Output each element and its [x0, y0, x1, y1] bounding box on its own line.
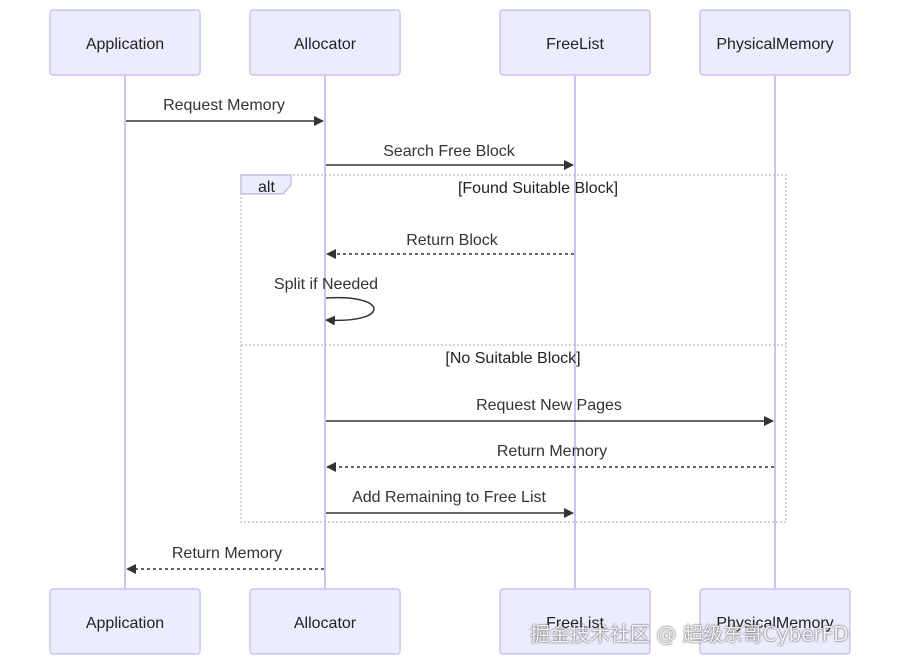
- actor-label: Application: [86, 36, 164, 53]
- alt-condition-not-found: [No Suitable Block]: [445, 350, 580, 367]
- actor-freelist-bottom: FreeList: [499, 588, 651, 655]
- message-label-add-remaining: Add Remaining to Free List: [352, 489, 546, 506]
- actor-label: Allocator: [294, 615, 357, 632]
- message-label-return-memory-app: Return Memory: [172, 545, 282, 562]
- alt-tab: [240, 174, 292, 195]
- message-label-return-block: Return Block: [406, 232, 499, 249]
- message-label-return-memory-physical: Return Memory: [497, 443, 607, 460]
- actor-label: FreeList: [546, 36, 604, 53]
- actor-allocator-bottom: Allocator: [249, 588, 401, 655]
- actor-allocator-top: Allocator: [249, 9, 401, 76]
- message-arrow-split-if-needed: [325, 296, 375, 326]
- actor-application-top: Application: [49, 9, 201, 76]
- message-label-request-new-pages: Request New Pages: [476, 397, 622, 414]
- actor-label: PhysicalMemory: [716, 36, 833, 53]
- actor-label: Allocator: [294, 36, 357, 53]
- watermark-text: 掘金技术社区 @ 超级东哥CyberFD: [530, 622, 849, 646]
- actor-application-bottom: Application: [49, 588, 201, 655]
- actor-label: Application: [86, 615, 164, 632]
- message-label-search-free-block: Search Free Block: [383, 143, 516, 160]
- actor-physicalmemory-bottom: PhysicalMemory: [699, 588, 851, 655]
- alt-label: alt: [258, 179, 275, 196]
- actor-physicalmemory-top: PhysicalMemory: [699, 9, 851, 76]
- actor-label: FreeList: [546, 615, 604, 632]
- alt-condition-found: [Found Suitable Block]: [458, 180, 618, 197]
- message-label-split-if-needed: Split if Needed: [274, 276, 378, 293]
- alt-fragment: alt [Found Suitable Block] [No Suitable …: [240, 174, 787, 523]
- message-label-request-memory: Request Memory: [163, 97, 285, 114]
- actor-freelist-top: FreeList: [499, 9, 651, 76]
- actor-label: PhysicalMemory: [716, 615, 833, 632]
